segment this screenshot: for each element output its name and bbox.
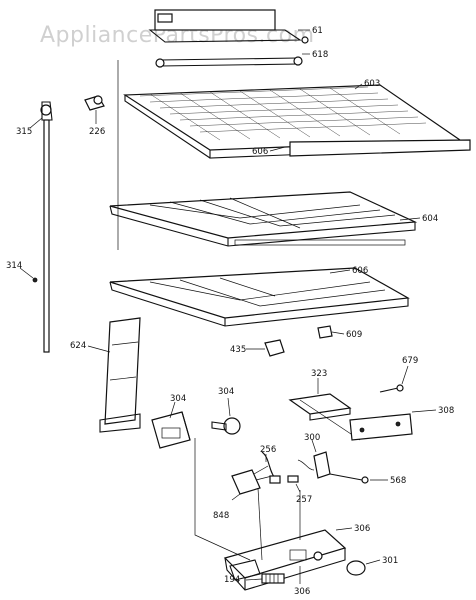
svg-text:624: 624 [70, 341, 86, 351]
callout-257: 257 [295, 483, 312, 505]
svg-text:679: 679 [402, 356, 418, 366]
control-knob-304 [211, 417, 241, 435]
svg-text:618: 618 [312, 50, 328, 60]
svg-text:256: 256 [260, 445, 276, 455]
light-bulb-194 [261, 573, 285, 584]
callout-606-lower: 606 [329, 266, 368, 276]
svg-text:568: 568 [390, 476, 406, 486]
housing-306 [223, 529, 347, 591]
switch-bracket-308 [349, 413, 413, 441]
svg-text:606: 606 [352, 266, 368, 276]
callout-304-knob: 304 [218, 387, 234, 417]
callout-679: 679 [401, 356, 418, 385]
air-duct-624 [99, 317, 141, 433]
control-box-304 [151, 411, 191, 449]
svg-text:61: 61 [312, 26, 323, 36]
callout-568: 568 [370, 476, 406, 486]
callout-226: 226 [89, 110, 105, 137]
svg-text:603: 603 [364, 79, 380, 89]
connector-256 [261, 451, 281, 484]
shelf-603 [123, 84, 471, 159]
svg-text:306: 306 [354, 524, 370, 534]
callout-300: 300 [304, 433, 320, 453]
callout-308: 308 [411, 406, 454, 416]
callout-301: 301 [365, 556, 398, 566]
svg-text:308: 308 [438, 406, 454, 416]
callout-61: 61 [298, 26, 323, 36]
callout-315: 315 [16, 117, 43, 137]
svg-text:609: 609 [346, 330, 362, 340]
svg-text:226: 226 [89, 127, 105, 137]
svg-text:314: 314 [6, 261, 22, 271]
callout-314: 314 [6, 261, 34, 279]
knob-301 [346, 560, 366, 576]
svg-text:304: 304 [170, 394, 186, 404]
svg-text:435: 435 [230, 345, 246, 355]
top-cover-assembly [148, 9, 309, 68]
callout-604: 604 [399, 214, 438, 224]
lower-shelf-606 [109, 267, 410, 327]
callout-194: 194 [224, 575, 263, 585]
callout-603: 603 [354, 79, 380, 90]
callout-606-upper: 606 [252, 146, 286, 157]
callout-306-upper: 306 [335, 524, 370, 534]
callout-306-lower: 306 [294, 566, 310, 597]
svg-text:604: 604 [422, 214, 438, 224]
svg-text:606: 606 [252, 147, 268, 157]
screw-679 [379, 384, 404, 393]
svg-text:194: 194 [224, 575, 240, 585]
svg-text:257: 257 [296, 495, 312, 505]
screw-568 [329, 473, 369, 484]
damper-knob-435 [264, 339, 285, 357]
svg-text:323: 323 [311, 369, 327, 379]
clip-609 [317, 325, 333, 339]
leader-lines [117, 60, 301, 561]
crisper-cover-604 [109, 191, 418, 247]
relay-848 [231, 465, 273, 495]
callout-304-box: 304 [169, 394, 186, 419]
terminal-257 [287, 475, 299, 483]
thermostat-300 [297, 451, 331, 479]
callout-624: 624 [70, 341, 111, 353]
callout-618: 618 [302, 50, 328, 60]
callout-323: 323 [311, 369, 327, 394]
callout-256: 256 [260, 445, 276, 462]
callout-848: 848 [213, 493, 241, 521]
svg-text:300: 300 [304, 433, 320, 443]
callout-435: 435 [230, 345, 265, 355]
svg-text:306: 306 [294, 587, 310, 597]
svg-text:301: 301 [382, 556, 398, 566]
control-rod-314 [32, 101, 53, 353]
svg-text:304: 304 [218, 387, 234, 397]
light-assembly-323 [288, 393, 361, 441]
svg-text:315: 315 [16, 127, 32, 137]
bracket-226 [84, 95, 105, 111]
svg-text:848: 848 [213, 511, 229, 521]
callout-609: 609 [331, 330, 362, 340]
